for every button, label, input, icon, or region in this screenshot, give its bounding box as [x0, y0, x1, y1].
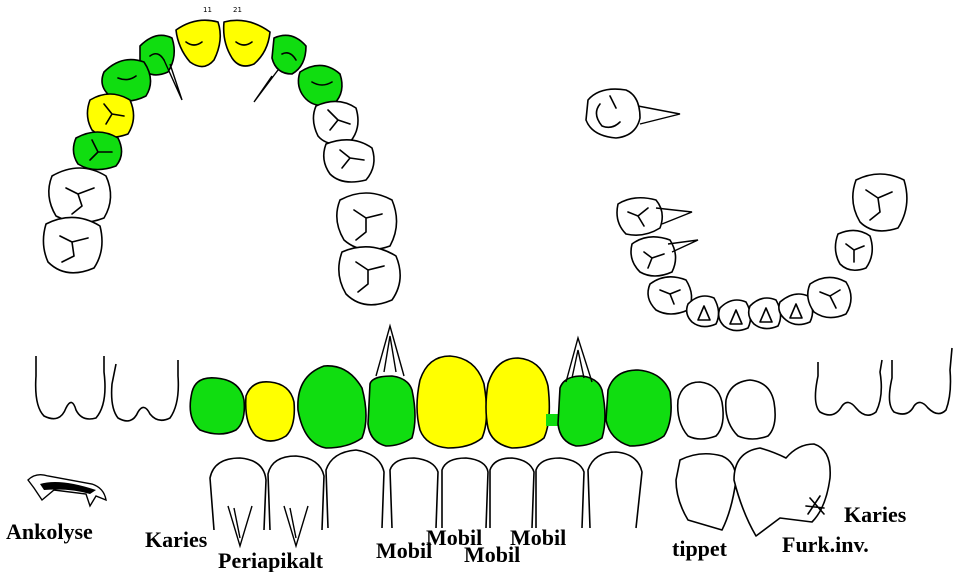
label-karies-left: Karies — [145, 527, 208, 552]
label-tippet: tippet — [672, 536, 728, 561]
tooth-42 — [717, 299, 752, 332]
crown-14 — [297, 365, 367, 449]
tooth-21 — [222, 19, 271, 67]
label-periapikalt: Periapikalt — [218, 548, 324, 572]
tooth-45 — [630, 236, 677, 277]
tooth-46 — [616, 196, 664, 236]
label-karies-right: Karies — [844, 502, 907, 527]
tooth-number-11: 11 — [203, 6, 212, 14]
tooth-31 — [778, 293, 814, 326]
label-mobil-2: Mobil — [426, 525, 482, 550]
crown-17 — [110, 360, 180, 422]
crown-23 — [676, 381, 724, 440]
lower-arch — [585, 88, 908, 332]
crown-16 — [189, 376, 246, 435]
label-mobil-3: Mobil — [464, 542, 520, 567]
periapical-marker-upper-left — [163, 59, 183, 101]
tooth-number-21: 21 — [233, 6, 242, 14]
crown-18 — [34, 356, 106, 420]
lower-crown-4 — [389, 457, 439, 529]
lower-crown-1 — [209, 457, 267, 531]
lower-crown-5 — [441, 457, 489, 529]
lower-crown-6 — [489, 457, 535, 529]
tooth-27 — [338, 246, 401, 306]
lower-crown-3 — [325, 449, 385, 529]
crown-21 — [557, 375, 606, 447]
crown-11 — [485, 357, 551, 449]
tooth-22 — [271, 34, 307, 75]
periapical-marker-upper-right — [253, 69, 279, 103]
lower-crown-tippet — [675, 452, 737, 531]
buccal-row — [34, 323, 953, 449]
label-ankolyse: Ankolyse — [6, 519, 93, 544]
tooth-43 — [685, 295, 720, 328]
lower-crown-furkation — [733, 443, 831, 537]
caries-marking-right — [805, 495, 825, 515]
crown-contact — [546, 414, 560, 426]
crown-22 — [605, 369, 672, 447]
crown-13 — [367, 375, 416, 447]
tooth-16 — [48, 167, 112, 224]
label-mobil-4: Mobil — [510, 525, 566, 550]
crown-24 — [724, 379, 776, 440]
lingual-row — [209, 443, 831, 549]
lower-crown-7 — [535, 457, 585, 529]
periapical-marker-lower-2 — [655, 207, 693, 225]
ankolyse-sketch — [27, 473, 107, 508]
tooth-25 — [322, 139, 375, 183]
lower-crown-8 — [587, 451, 643, 529]
tooth-32 — [806, 276, 852, 319]
label-furk-inv: Furk.inv. — [782, 532, 869, 557]
tooth-34 — [852, 173, 908, 232]
crown-12 — [416, 355, 488, 449]
periapical-marker-lower-1 — [637, 105, 681, 125]
crown-26 — [814, 359, 883, 416]
periapical-marker-lower-left-1 — [227, 505, 253, 549]
tooth-41 — [747, 297, 782, 330]
periapical-marker-crown-13 — [375, 323, 405, 377]
lower-crown-2 — [267, 455, 325, 531]
crown-27 — [888, 347, 953, 415]
periapical-marker-lower-left-2 — [283, 505, 309, 549]
label-mobil-1: Mobil — [376, 538, 432, 563]
crown-15 — [244, 380, 296, 442]
upper-arch: 11 21 — [42, 6, 401, 306]
periapical-marker-lower-3 — [667, 239, 699, 253]
periapical-marker-crown-21 — [565, 335, 593, 383]
tooth-47-sketch — [585, 88, 641, 139]
